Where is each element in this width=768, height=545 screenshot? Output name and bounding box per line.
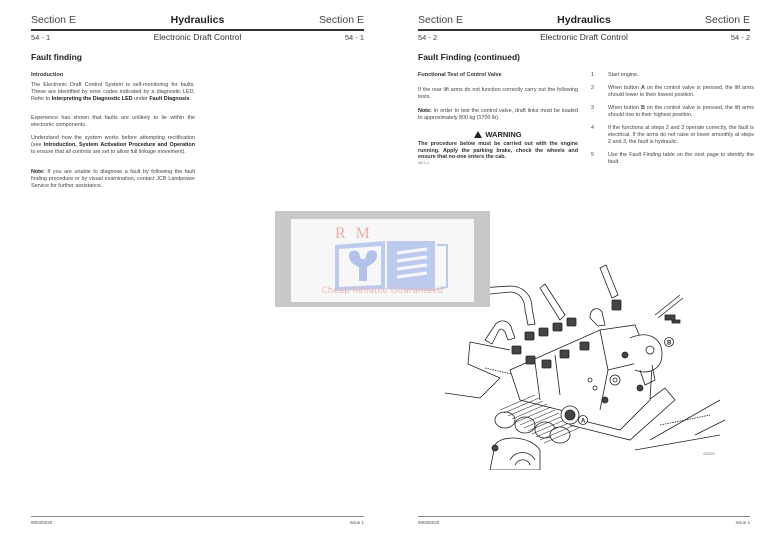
- page-subtitle: Electronic Draft Control: [540, 32, 628, 42]
- warning-box: WARNING The procedure below must be carr…: [418, 130, 578, 165]
- paragraph: If the rear lift arms do not function co…: [418, 87, 578, 100]
- left-page: Section E Hydraulics Section E 54 - 1 El…: [31, 14, 364, 528]
- footer-rule: [418, 516, 750, 518]
- button-a-label: A: [581, 419, 586, 425]
- page-heading: Fault Finding (continued): [418, 52, 520, 62]
- page-number: 54 - 2: [730, 33, 750, 42]
- watermark-overlay: R M Cheap Reliable Guaranteed: [275, 211, 490, 307]
- watermark-logo-text: R M: [335, 225, 373, 242]
- paragraph: The Electronic Draft Control System is s…: [31, 82, 195, 102]
- page-header: Section E Hydraulics Section E 54 - 1 El…: [31, 14, 364, 44]
- page-number: 54 - 1: [344, 33, 364, 42]
- paragraph: Understand how the system works before a…: [31, 135, 195, 155]
- footer-rule: [31, 516, 364, 518]
- warning-ref: 5/2-1-1: [418, 160, 430, 165]
- note-paragraph: Note: If you are unable to diagnose a fa…: [31, 169, 195, 189]
- right-page: Section E Hydraulics Section E 54 - 2 El…: [384, 0, 768, 545]
- step-item: 3 When button B on the control valve is …: [591, 105, 754, 119]
- procedure-steps: 1 Start engine. 2 When button A on the c…: [586, 72, 754, 172]
- watermark-panel: R M Cheap Reliable Guaranteed: [291, 219, 474, 302]
- paragraph: Experience has shown that faults are unl…: [31, 115, 195, 128]
- page-number: 54 - 1: [31, 33, 51, 42]
- figure-reference: 425520: [703, 452, 715, 456]
- warning-body: The procedure below must be carried out …: [418, 141, 578, 161]
- header-rule: [31, 29, 364, 31]
- step-item: 1 Start engine.: [591, 72, 639, 78]
- chapter-title: Hydraulics: [170, 14, 225, 26]
- chapter-title: Hydraulics: [557, 14, 611, 26]
- header-rule: [418, 29, 750, 31]
- section-subheading: Functional Test of Control Valve: [418, 72, 502, 78]
- page-number: 54 - 2: [418, 33, 438, 42]
- section-label: Section E: [705, 14, 750, 26]
- control-valve-diagram: A B: [440, 260, 760, 471]
- step-item: 4 If the functions at steps 2 and 3 oper…: [591, 125, 754, 146]
- page-subtitle: Electronic Draft Control: [153, 32, 242, 42]
- step-item: 5 Use the Fault Finding table on the nex…: [591, 152, 754, 166]
- page-footer: 9803/6020 Issue 1: [418, 516, 750, 528]
- issue-label: Issue 1: [349, 520, 364, 525]
- step-item: 2 When button A on the control valve is …: [591, 85, 754, 99]
- page-header: Section E Hydraulics Section E 54 - 2 El…: [418, 14, 750, 44]
- warning-title: WARNING: [418, 130, 578, 139]
- watermark-book-icon: [335, 241, 448, 291]
- button-b-label: B: [667, 341, 672, 347]
- page-footer: 9803/6020 Issue 1: [31, 516, 364, 528]
- section-subheading: Introduction: [31, 72, 64, 78]
- section-label: Section E: [418, 14, 463, 26]
- section-label: Section E: [319, 14, 364, 26]
- document-number: 9803/6020: [418, 520, 440, 525]
- page-heading: Fault finding: [31, 52, 82, 62]
- document-number: 9803/6020: [31, 520, 53, 525]
- note-paragraph: Note: In order to test the control valve…: [418, 108, 578, 121]
- watermark-caption: Cheap Reliable Guaranteed: [321, 286, 444, 296]
- warning-triangle-icon: [474, 131, 483, 138]
- issue-label: Issue 1: [735, 520, 750, 525]
- section-label: Section E: [31, 14, 76, 26]
